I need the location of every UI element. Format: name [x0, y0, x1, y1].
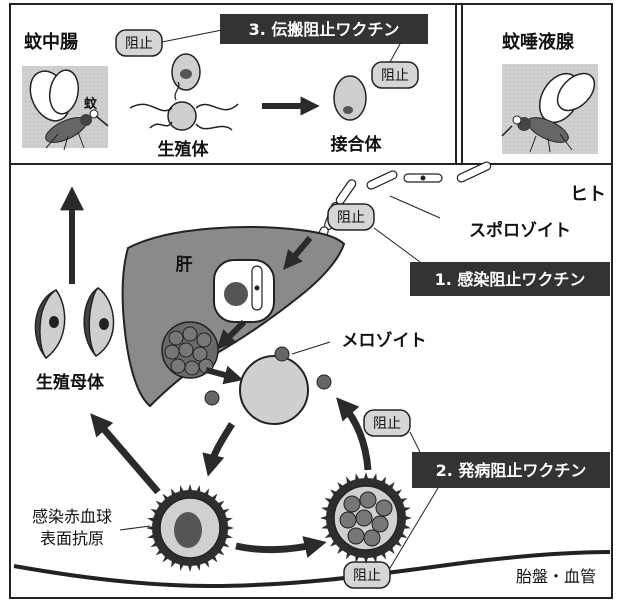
block-badge-zygote: 阻止 — [372, 62, 418, 88]
infected-erythrocyte — [152, 490, 228, 566]
vaccine-label-infection: 1. 感染阻止ワクチン — [435, 270, 586, 289]
arrow-infected-to-schizont-rbc — [236, 544, 318, 550]
gametocyte-illustration — [35, 288, 113, 358]
gamete-illustration — [130, 54, 238, 130]
mosquito-illustration-right — [502, 64, 601, 154]
block-badge-sporozoite: 阻止 — [328, 204, 374, 230]
arrow-rbc-to-infected — [210, 424, 232, 468]
arrow-infected-to-gametocyte — [96, 420, 158, 492]
block-badge-merozoite: 阻止 — [364, 410, 410, 436]
label-gametes: 生殖体 — [158, 139, 210, 160]
panel-title-midgut: 蚊中腸 — [24, 31, 78, 53]
block-badge-sporozoite-label: 阻止 — [337, 210, 365, 226]
vaccine-label-transmission: 3. 伝搬阻止ワクチン — [249, 20, 400, 39]
vaccine-label-disease: 2. 発病阻止ワクチン — [436, 461, 587, 480]
panel-title-human: ヒト — [570, 184, 606, 205]
label-zygote: 接合体 — [331, 134, 383, 155]
block-badge-midgut-label: 阻止 — [125, 36, 153, 52]
block-badge-zygote-label: 阻止 — [381, 68, 409, 84]
block-badge-merozoite-label: 阻止 — [373, 416, 401, 432]
block-badge-placenta-label: 阻止 — [353, 568, 381, 584]
panel-title-salivary: 蚊唾液腺 — [502, 31, 575, 53]
zygote-illustration — [334, 76, 366, 120]
liver-cell — [214, 260, 274, 322]
label-gametocyte: 生殖母体 — [36, 372, 105, 393]
block-badge-placenta: 阻止 — [344, 562, 390, 588]
arrow-schizont-to-rbc — [206, 370, 236, 378]
label-surface-antigen-line1: 感染赤血球 — [32, 507, 112, 526]
block-badge-midgut: 阻止 — [116, 30, 162, 56]
label-liver: 肝 — [176, 255, 193, 275]
arrow-schizont-rbc-to-rbc — [342, 404, 368, 470]
label-merozoite: メロゾイト — [342, 331, 427, 351]
mosquito-caption: 蚊 — [84, 96, 98, 112]
schizont-erythrocyte — [326, 478, 406, 558]
label-sporozoite: スポロゾイト — [469, 220, 571, 241]
label-surface-antigen-line2: 表面抗原 — [40, 529, 104, 548]
label-placenta-vessel: 胎盤・血管 — [516, 567, 596, 586]
erythrocyte-merozoite — [205, 347, 331, 424]
